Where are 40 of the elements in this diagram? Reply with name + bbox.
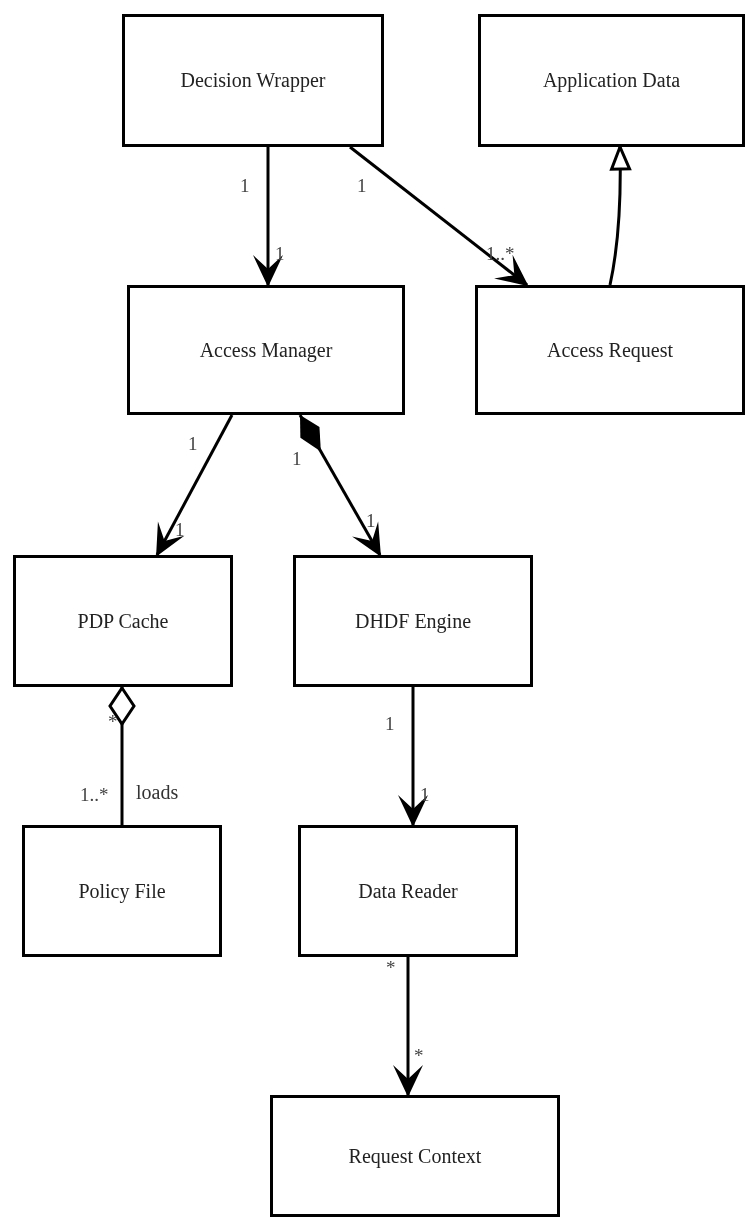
multiplicity-label: * [386,958,396,977]
class-box [127,285,405,415]
multiplicity-label: 1 [275,244,285,263]
multiplicity-label: 1 [385,714,395,733]
multiplicity-label: 1 [366,511,376,530]
multiplicity-label: * [108,712,118,731]
class-name: Application Data [542,69,681,92]
class-name: Access Manager [199,338,333,362]
association-arrow [155,414,234,557]
aggregation-line [108,686,136,825]
multiplicity-label: 1..* [80,785,109,804]
class-name: PDP Cache [77,609,169,633]
class-name: Decision Wrapper [180,69,326,92]
multiplicity-label: 1 [357,176,367,195]
class-name: Request Context [348,1144,482,1168]
multiplicity-label: 1..* [486,244,515,263]
association-arrow [253,147,283,287]
association-arrow [398,687,428,827]
class-box [270,1095,560,1217]
class-box [13,555,233,687]
class-box [122,14,384,147]
multiplicity-label: * [414,1046,424,1065]
multiplicity-label: 1 [175,520,185,539]
class-box [478,14,745,147]
class-box [475,285,745,415]
class-name: DHDF Engine [354,609,472,633]
class-name: Policy File [78,879,166,903]
class-name: Access Request [546,338,674,362]
multiplicity-label: 1 [188,434,198,453]
class-box [298,825,518,957]
generalization-arrow [608,145,631,286]
multiplicity-label: 1 [292,449,302,468]
class-name: Data Reader [358,879,458,903]
multiplicity-label: 1 [240,176,250,195]
composition-arrow [298,414,382,557]
multiplicity-label: 1 [420,785,430,804]
association-arrow [349,145,529,287]
association-arrow [393,957,423,1097]
class-box [293,555,533,687]
class-box [22,825,222,957]
